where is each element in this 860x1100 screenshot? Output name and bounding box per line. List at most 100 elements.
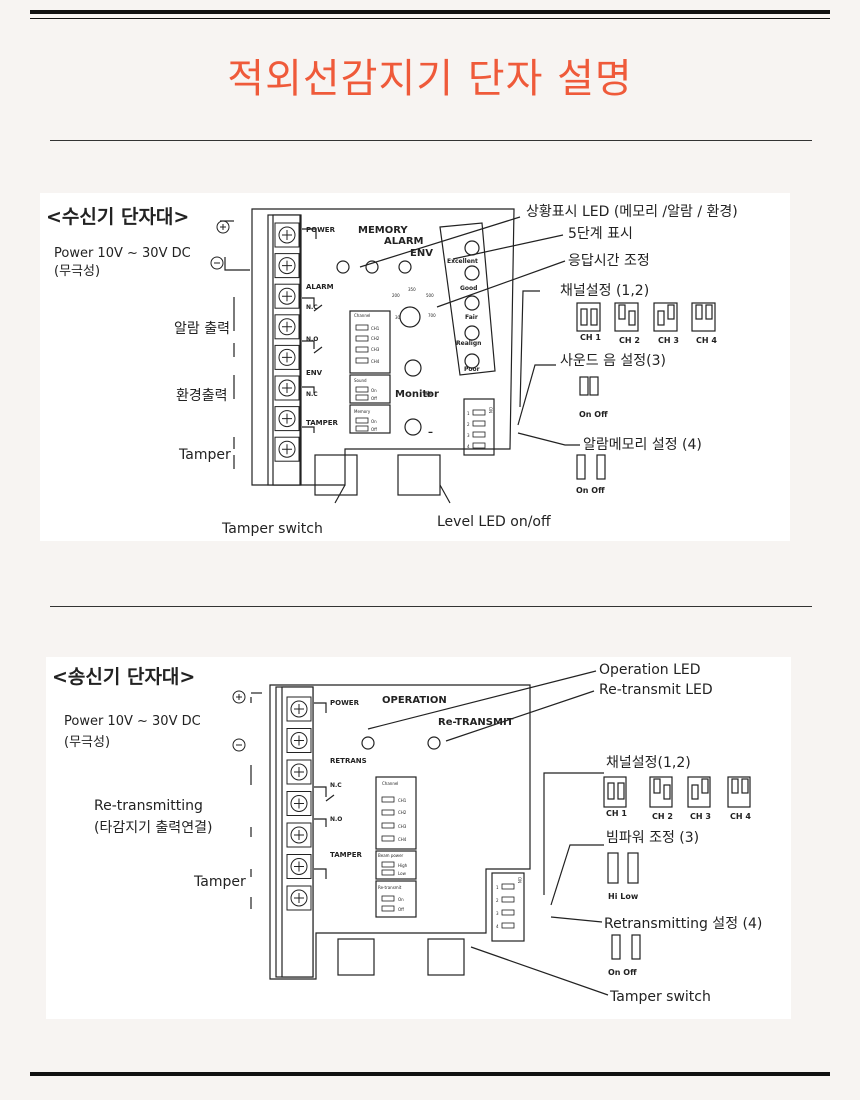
tx-dip-2: 2 <box>496 898 499 903</box>
transmitter-polarity-note: (무극성) <box>64 735 110 750</box>
dip-switch <box>355 346 369 353</box>
tx-retrans-on-off: On Off <box>608 968 637 977</box>
divider-2 <box>50 606 812 607</box>
screw-slot <box>282 352 292 363</box>
rx-ch2: CH2 <box>371 336 380 341</box>
rx-level-fair: Fair <box>465 314 478 321</box>
rx-monitor-plus: + <box>424 389 432 400</box>
rx-level-excellent: Excellent <box>447 258 478 265</box>
tx-retrans-on: On <box>398 897 404 902</box>
tx-ch-label-1: CH 1 <box>606 809 627 818</box>
screw-slot <box>282 230 292 240</box>
tx-retransmit-label: Re-TRANSMIT <box>438 717 514 728</box>
dip-switch <box>472 431 486 438</box>
dip-switch <box>381 835 395 842</box>
dip-switch <box>381 869 395 876</box>
rx-ch-label-2: CH 2 <box>619 336 640 345</box>
tx-callout-beam-power: 빔파워 조정 (3) <box>606 830 699 846</box>
rx-monitor: Monitor <box>395 389 439 400</box>
tx-dip-1: 1 <box>496 885 499 890</box>
receiver-panel: <수신기 단자대> Power 10V ~ 30V DC (무극성) 알람 출력… <box>40 193 790 541</box>
top-rule <box>30 10 830 14</box>
rx-level-realign: Realign <box>456 340 481 347</box>
tx-ch1: CH1 <box>398 798 407 803</box>
tx-retrans-term: RETRANS <box>330 757 367 765</box>
screw-slot <box>294 798 304 809</box>
rx-dial-500: 500 <box>426 293 434 298</box>
transmitter-retransmitting: Re-transmitting <box>94 798 203 814</box>
dip-switch <box>381 822 395 829</box>
rx-level-good: Good <box>460 285 477 292</box>
tx-nc: N.C <box>330 782 342 789</box>
rx-memory-on-off: On Off <box>576 486 605 495</box>
dip-switch <box>381 905 395 912</box>
rx-sound-off: Off <box>371 396 377 401</box>
rx-callout-sound-setting: 사운드 음 설정(3) <box>560 353 666 369</box>
dip-switch <box>355 324 369 331</box>
rx-channel-box: Channel <box>354 313 370 318</box>
page-title: 적외선감지기 단자 설명 <box>227 56 633 102</box>
receiver-power-label: Power 10V ~ 30V DC <box>54 246 191 261</box>
rx-sound-on: On <box>371 388 377 393</box>
tx-no: N.O <box>330 816 342 823</box>
rx-memory-off: Off <box>371 427 377 432</box>
receiver-terminal-screws <box>274 222 300 462</box>
transmitter-panel: <송신기 단자대> Power 10V ~ 30V DC (무극성) Re-tr… <box>46 657 791 1019</box>
rx-callout-alarm-memory: 알람메모리 설정 (4) <box>583 437 702 453</box>
tx-ch3: CH3 <box>398 824 407 829</box>
dip-switch <box>355 386 369 393</box>
transmitter-tamper-label: Tamper <box>193 874 246 890</box>
tx-operation-label: OPERATION <box>382 695 447 706</box>
dip-switch <box>355 394 369 401</box>
rx-dip-3: 3 <box>467 433 470 438</box>
rx-sound-on-off: On Off <box>579 410 608 419</box>
dip-switch <box>501 883 515 890</box>
tx-callout-operation-led: Operation LED <box>599 662 701 678</box>
tx-tamper-term: TAMPER <box>330 851 363 859</box>
rx-nc2: N.C <box>306 391 318 398</box>
screw-slot <box>294 735 304 746</box>
rx-alarm-term: ALARM <box>306 283 334 291</box>
dip-switch <box>381 861 395 868</box>
rx-tamper-term: TAMPER <box>306 419 339 427</box>
receiver-diagram: <수신기 단자대> Power 10V ~ 30V DC (무극성) 알람 출력… <box>46 204 738 537</box>
receiver-alarm-output: 알람 출력 <box>174 321 230 337</box>
rx-callout-response-time: 응답시간 조정 <box>568 253 650 269</box>
rx-sound-box: Sound <box>354 378 367 383</box>
tx-beam-low: Low <box>398 871 407 876</box>
tx-callout-channel-setting: 채널설정(1,2) <box>606 755 691 771</box>
tx-ch-label-4: CH 4 <box>730 812 751 821</box>
rx-level-poor: Poor <box>464 366 480 373</box>
rx-env-label: ENV <box>410 248 433 259</box>
screw-slot <box>282 321 292 332</box>
rx-no: N.O <box>306 336 318 343</box>
rx-memory-on: On <box>371 419 377 424</box>
dip-switch <box>355 425 369 432</box>
rx-nc: N.C <box>306 304 318 311</box>
tx-dip-3: 3 <box>496 911 499 916</box>
dip-switch <box>472 442 486 449</box>
screw-slot <box>294 704 304 714</box>
tx-ch-label-3: CH 3 <box>690 812 711 821</box>
rx-dip-4: 4 <box>467 444 470 449</box>
dip-switch <box>355 357 369 364</box>
rx-dip-2: 2 <box>467 422 470 427</box>
rx-ch4: CH4 <box>371 359 380 364</box>
receiver-tamper-switch: Tamper switch <box>221 521 323 537</box>
dip-switch <box>501 896 515 903</box>
tx-dip-on: ON <box>517 877 522 883</box>
receiver-level-led: Level LED on/off <box>437 514 551 530</box>
tx-power-term: POWER <box>330 699 360 707</box>
screw-slot <box>282 383 292 393</box>
rx-ch-label-1: CH 1 <box>580 333 601 342</box>
transmitter-terminal-screws <box>286 696 312 911</box>
dip-switch <box>381 809 395 816</box>
transmitter-heading: <송신기 단자대> <box>52 666 195 688</box>
rx-dial-700: 700 <box>428 313 436 318</box>
dip-switch <box>355 335 369 342</box>
transmitter-tamper-switch: Tamper switch <box>609 989 711 1005</box>
rx-power-term: POWER <box>306 226 336 234</box>
tx-ch4: CH4 <box>398 837 407 842</box>
rx-callout-channel-setting: 채널설정 (1,2) <box>560 283 649 299</box>
rx-dip-on: ON <box>488 407 493 413</box>
